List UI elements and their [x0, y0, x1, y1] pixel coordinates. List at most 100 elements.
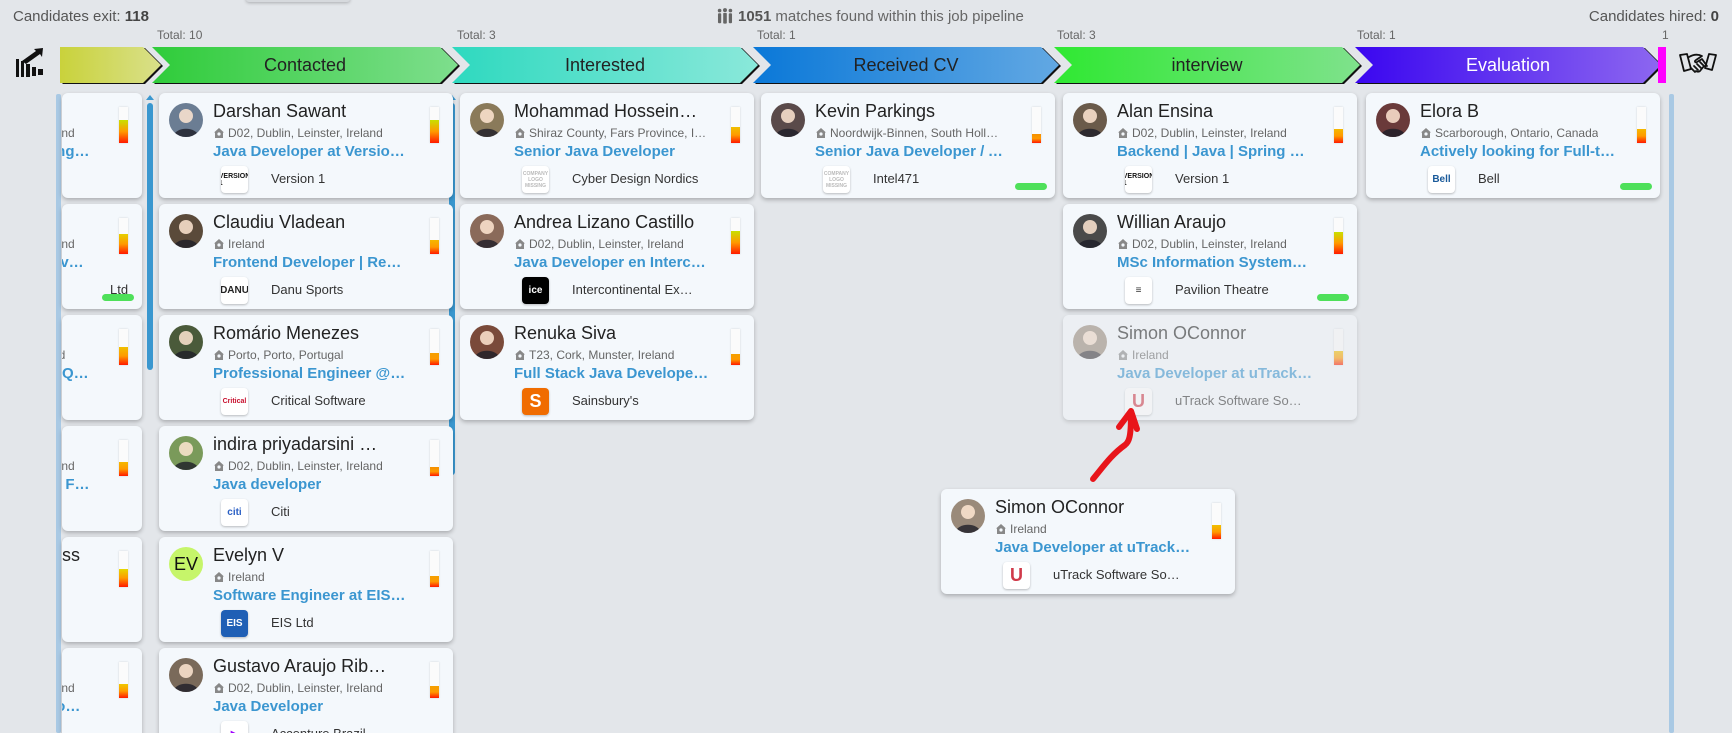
candidate-headline[interactable]: Frontend Developer | Re…: [213, 254, 402, 271]
location-text: D02, Dublin, Leinster, Ireland: [1132, 237, 1287, 251]
candidate-headline[interactable]: Java Developer: [213, 698, 324, 715]
candidate-headline[interactable]: Senior Java Developer: [514, 143, 675, 160]
candidate-name[interactable]: Simon OConnor: [1117, 323, 1247, 343]
candidate-name[interactable]: Andrea Lizano Castillo: [514, 212, 695, 232]
candidate-card[interactable]: Gustavo Araujo Rib…D02, Dublin, Leinster…: [159, 648, 453, 733]
candidate-location: D02, Dublin, Leinster, Ireland: [213, 459, 383, 473]
location-text: D02, Dublin, Leinster, Ireland: [228, 126, 383, 140]
candidate-avatar[interactable]: [470, 103, 504, 137]
candidate-headline[interactable]: Software Engineer at EIS …: [213, 587, 409, 604]
candidate-name[interactable]: Simon OConnor: [995, 497, 1125, 517]
candidate-name[interactable]: Renuka Siva: [514, 323, 617, 343]
candidate-card[interactable]: landg F…: [62, 426, 142, 531]
candidate-location: Ireland: [213, 570, 265, 584]
candidate-headline[interactable]: av…: [62, 254, 84, 271]
stage-header-next[interactable]: [1658, 47, 1666, 83]
candidate-headline[interactable]: Java Developer at Versio…: [213, 143, 405, 160]
candidate-headline[interactable]: SQ…: [62, 365, 89, 382]
candidate-name[interactable]: indira priyadarsini …: [213, 434, 378, 454]
candidate-name[interactable]: Mohammad Hossein…: [514, 101, 698, 121]
candidate-headline[interactable]: Full Stack Java Developer …: [514, 365, 710, 382]
candidate-name[interactable]: ess: [62, 545, 81, 565]
candidate-avatar[interactable]: [169, 325, 203, 359]
candidate-name[interactable]: Romário Menezes: [213, 323, 360, 343]
candidate-avatar[interactable]: [1073, 214, 1107, 248]
candidate-avatar[interactable]: [169, 103, 203, 137]
candidate-headline[interactable]: g F…: [62, 476, 90, 493]
candidate-name[interactable]: Claudiu Vladean: [213, 212, 346, 232]
funnel-chart-icon[interactable]: [14, 47, 46, 81]
candidate-avatar[interactable]: [169, 658, 203, 692]
company-name: Bell: [1478, 171, 1500, 186]
candidate-avatar[interactable]: EV: [169, 547, 203, 581]
scroll-up-arrow[interactable]: [146, 95, 154, 100]
match-score-fill: [1637, 128, 1646, 143]
candidate-name[interactable]: Elora B: [1420, 101, 1480, 121]
candidate-name[interactable]: Gustavo Araujo Rib…: [213, 656, 387, 676]
candidate-headline[interactable]: io…: [62, 698, 81, 715]
candidate-avatar[interactable]: [1376, 103, 1410, 137]
candidate-card[interactable]: indira priyadarsini … D02, Dublin, Leinst…: [159, 426, 453, 531]
stage-label: Interested: [564, 54, 646, 75]
candidate-name[interactable]: Evelyn V: [213, 545, 285, 565]
candidate-headline[interactable]: Professional Engineer @ …: [213, 365, 409, 382]
candidate-location: Ireland: [995, 522, 1047, 536]
candidate-avatar[interactable]: [470, 325, 504, 359]
candidate-card[interactable]: landing…: [62, 93, 142, 198]
candidate-headline[interactable]: ing…: [62, 143, 90, 160]
candidate-avatar[interactable]: [1073, 103, 1107, 137]
candidate-name[interactable]: Darshan Sawant: [213, 101, 347, 121]
stage-header-previous[interactable]: [60, 47, 161, 83]
candidate-headline[interactable]: Actively looking for Full-ti…: [1420, 143, 1616, 160]
company-name: Danu Sports: [271, 282, 344, 297]
candidate-card[interactable]: ess: [62, 537, 142, 642]
match-score-fill: [119, 347, 128, 365]
stage-header-contacted[interactable]: Contacted: [152, 47, 458, 83]
candidate-avatar[interactable]: [951, 499, 985, 533]
candidate-headline[interactable]: Backend | Java | Spring Fr…: [1117, 143, 1313, 160]
candidate-headline[interactable]: Senior Java Developer / Ar…: [815, 143, 1011, 160]
candidate-card[interactable]: Mohammad Hossein…Shiraz County, Fars Pro…: [460, 93, 754, 198]
candidate-card[interactable]: landio…: [62, 648, 142, 733]
candidate-name[interactable]: Kevin Parkings: [815, 101, 936, 121]
candidate-avatar[interactable]: [169, 214, 203, 248]
stage-header-received-cv[interactable]: Received CV: [753, 47, 1059, 83]
candidate-avatar[interactable]: [1073, 325, 1107, 359]
candidate-name[interactable]: Alan Ensina: [1117, 101, 1214, 121]
candidate-name[interactable]: Willian Araujo: [1117, 212, 1227, 232]
stage-header-interview[interactable]: interview: [1054, 47, 1360, 83]
candidate-headline[interactable]: MSc Information Systems |…: [1117, 254, 1313, 271]
company-logo: COMPANY LOGO MISSING: [522, 166, 549, 193]
match-score-fill: [119, 234, 128, 254]
candidate-avatar[interactable]: [771, 103, 805, 137]
status-indicator-pill: [1620, 183, 1652, 190]
person-photo-icon: [173, 331, 199, 359]
candidate-avatar[interactable]: [470, 214, 504, 248]
candidate-card[interactable]: landav…Ltd: [62, 204, 142, 309]
stage-total-interview: Total: 3: [1057, 28, 1096, 42]
stage-header-interested[interactable]: Interested: [452, 47, 758, 83]
candidate-headline[interactable]: Java Developer at uTrack …: [995, 539, 1191, 556]
stage-header-evaluation[interactable]: Evaluation: [1355, 47, 1661, 83]
person-photo-icon: [775, 109, 801, 137]
candidate-headline[interactable]: Java Developer en Interco…: [514, 254, 710, 271]
candidate-avatar[interactable]: [169, 436, 203, 470]
column-scrollbar-partial[interactable]: [147, 103, 153, 370]
candidate-card[interactable]: ndSQ…: [62, 315, 142, 420]
candidate-headline[interactable]: Java Developer at uTrack …: [1117, 365, 1313, 382]
handshake-icon[interactable]: [1678, 49, 1718, 79]
stage-label: Evaluation: [1465, 54, 1551, 75]
candidate-headline[interactable]: Java developer: [213, 476, 322, 493]
